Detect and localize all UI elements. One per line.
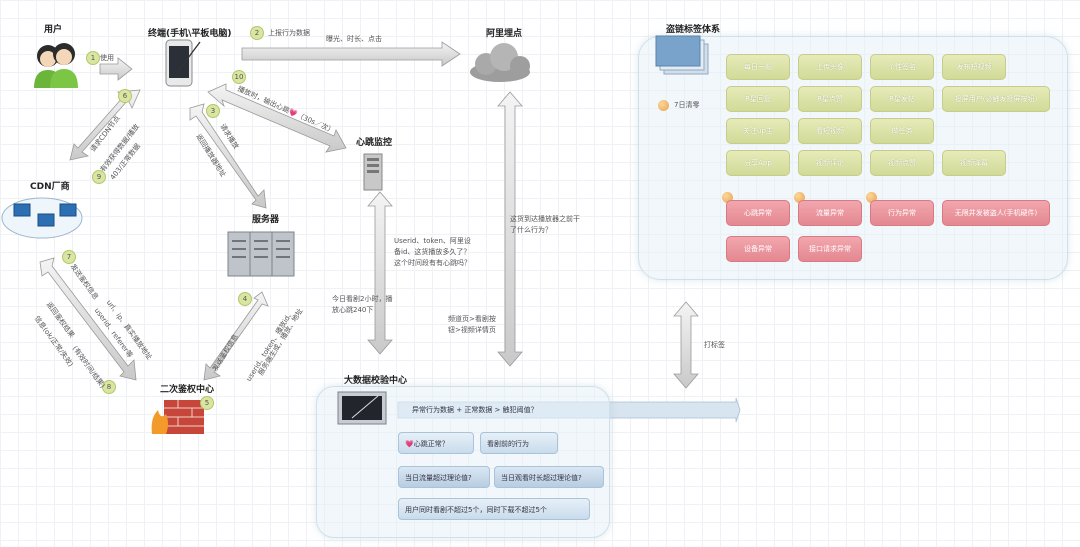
red-tag-dot-1-icon xyxy=(722,192,733,203)
label-tag-note: 打标签 xyxy=(704,341,725,349)
tag-green-3: 个性签名 xyxy=(870,54,934,80)
tag-green-4: 发布短视频 xyxy=(942,54,1006,80)
step-1-label: 使用 xyxy=(100,54,114,62)
cdn-title: CDN厂商 xyxy=(30,182,70,192)
step-9-badge: 9 xyxy=(92,170,106,184)
tag-green-6: R星点赞 xyxy=(798,86,862,112)
bigdata-heart-check: 💗心跳正常？ xyxy=(398,432,474,454)
tag-red-1: 心跳异常 xyxy=(726,200,790,226)
path-note: 频道页>看剧按钮>视频详情页 xyxy=(448,315,496,334)
tag-green-11: 做任务 xyxy=(870,118,934,144)
arrow-10 xyxy=(207,83,347,153)
arrow-heartbeat-bigdata xyxy=(367,191,393,355)
tag-green-10: 看短视频 xyxy=(798,118,862,144)
terminal-title: 终端(手机\平板电脑) xyxy=(148,29,232,39)
bigdata-flow-check: 当日流量超过理论值? xyxy=(398,466,490,488)
reset-dot-icon xyxy=(658,100,669,111)
reset-label: 7日清零 xyxy=(674,101,700,109)
step-2-label: 上报行为数据 xyxy=(268,29,310,37)
tag-green-13: 视频评论 xyxy=(798,150,862,176)
tag-red-6: 接口请求异常 xyxy=(798,236,862,262)
red-tag-dot-3-icon xyxy=(866,192,877,203)
tag-green-2: 上传头像 xyxy=(798,54,862,80)
arrow-7-8 xyxy=(39,257,137,381)
heartbeat-title: 心跳监控 xyxy=(356,138,393,148)
user-title: 用户 xyxy=(44,25,63,35)
step-2-badge: 2 xyxy=(250,26,264,40)
arrow-tag-bigdata xyxy=(673,301,699,389)
before-note: 这货到达播放器之前干了什么行为？ xyxy=(510,215,580,234)
tag-red-4: 无限并发被盗人(手机硬件) xyxy=(942,200,1050,226)
arrow-1 xyxy=(99,57,133,81)
step-4-badge: 4 xyxy=(238,292,252,306)
bigdata-before-check: 看剧前的行为 xyxy=(480,432,558,454)
step-10-badge: 10 xyxy=(232,70,246,84)
tag-red-2: 流量异常 xyxy=(798,200,862,226)
bigdata-title: 大数据校验中心 xyxy=(344,376,408,386)
server-title: 服务器 xyxy=(252,215,280,225)
step-3-badge: 3 xyxy=(206,104,220,118)
tag-green-8: 投屏用户(必触发投屏按钮) xyxy=(942,86,1050,112)
step-2-sub: 曝光、时长、点击 xyxy=(326,35,382,43)
bigdata-watch-check: 当日观看时长超过理论值? xyxy=(494,466,604,488)
tagsys-title: 盗链标签体系 xyxy=(666,25,721,35)
today-note: 今日看剧2小时，播放心跳240下 xyxy=(332,295,393,314)
arrow-4 xyxy=(203,291,269,381)
arrow-aliyun-bigdata xyxy=(497,91,523,367)
red-tag-dot-2-icon xyxy=(794,192,805,203)
tag-green-7: R星发帖 xyxy=(870,86,934,112)
arrow-2 xyxy=(241,41,461,67)
tag-green-9: 关注up主 xyxy=(726,118,790,144)
step-5-badge: 5 xyxy=(200,396,214,410)
heartbeat-question-note: Userid、token、阿里设备id、这货播放多久了？这个时间段有有心跳吗？ xyxy=(394,237,471,267)
step-1-badge: 1 xyxy=(86,51,100,65)
auth-title: 二次鉴权中心 xyxy=(160,385,215,395)
tag-green-15: 视频弹幕 xyxy=(942,150,1006,176)
aliyun-title: 阿里埋点 xyxy=(486,29,523,39)
tag-green-14: 视频点赞 xyxy=(870,150,934,176)
tag-red-5: 设备异常 xyxy=(726,236,790,262)
arrow-3 xyxy=(189,103,267,209)
tag-green-1: 每日一题 xyxy=(726,54,790,80)
tag-red-3: 行为异常 xyxy=(870,200,934,226)
tag-green-12: 分享App xyxy=(726,150,790,176)
step-7-badge: 7 xyxy=(62,250,76,264)
bigdata-concurrent-check: 用户同时看剧不超过5个，同时下载不超过5个 xyxy=(398,498,590,520)
step-8-badge: 8 xyxy=(102,380,116,394)
step-6-badge: 6 xyxy=(118,89,132,103)
tag-green-5: R星回复 xyxy=(726,86,790,112)
bigdata-main-rule: 异常行为数据 + 正常数据 > 触犯阈值？ xyxy=(412,406,538,414)
